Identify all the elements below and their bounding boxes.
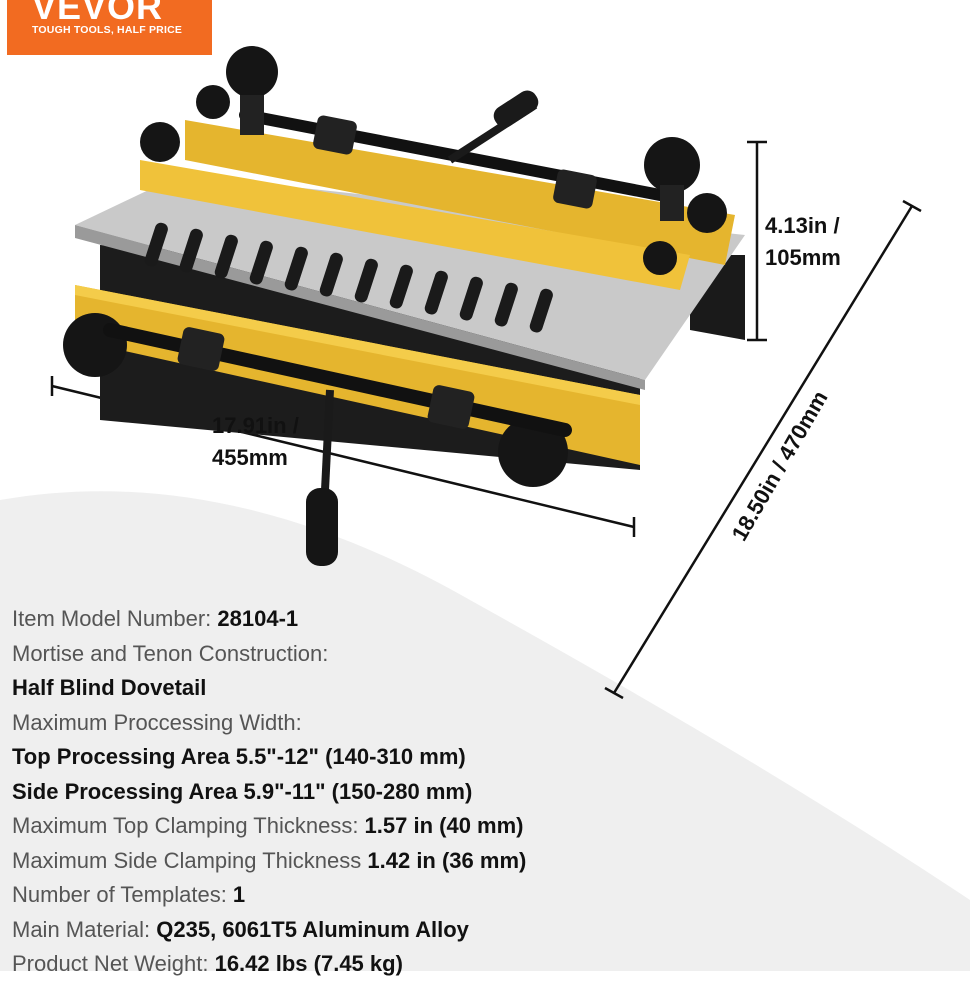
spec-construction-value: Half Blind Dovetail — [12, 675, 207, 700]
spec-value: Q235, 6061T5 Aluminum Alloy — [156, 916, 469, 942]
spec-label: Main Material: — [12, 916, 157, 942]
spec-material: Main Material: Q235, 6061T5 Aluminum All… — [12, 913, 526, 948]
vevor-logo: VEVOR TOUGH TOOLS, HALF PRICE — [7, 0, 212, 55]
spec-templates: Number of Templates: 1 — [12, 878, 526, 913]
width-dimension-label: 17.91in / 455mm — [212, 410, 299, 474]
height-inches: 4.13in / — [765, 213, 840, 238]
spec-label: Number of Templates: — [12, 882, 233, 907]
spec-value: 28104-1 — [217, 606, 299, 631]
spec-value: 1.42 in (36 mm) — [367, 847, 527, 873]
spec-value: 16.42 lbs (7.45 kg) — [214, 951, 403, 976]
spec-label: Maximum Side Clamping Thickness — [12, 847, 368, 873]
spec-value: 1.57 in (40 mm) — [364, 813, 524, 838]
spec-label: Product Net Weight: — [12, 951, 215, 976]
width-mm: 455mm — [212, 445, 288, 470]
spec-side-area: Side Processing Area 5.9"-11" (150-280 m… — [12, 778, 473, 804]
spec-value: 1 — [232, 882, 246, 907]
spec-weight: Product Net Weight: 16.42 lbs (7.45 kg) — [12, 947, 526, 982]
spec-side-clamp: Maximum Side Clamping Thickness 1.42 in … — [12, 844, 526, 879]
spec-width-label: Maximum Proccessing Width: — [12, 709, 302, 735]
specifications-list: Item Model Number: 28104-1 Mortise and T… — [12, 602, 526, 982]
spec-label: Maximum Top Clamping Thickness: — [12, 813, 365, 838]
height-mm: 105mm — [765, 245, 841, 270]
spec-top-clamp: Maximum Top Clamping Thickness: 1.57 in … — [12, 809, 526, 844]
spec-top-area: Top Processing Area 5.5"-12" (140-310 mm… — [12, 744, 466, 769]
spec-label: Item Model Number: — [12, 606, 218, 631]
width-inches: 17.91in / — [212, 413, 299, 438]
spec-construction-label: Mortise and Tenon Construction: — [12, 640, 329, 666]
height-dimension-label: 4.13in / 105mm — [765, 210, 841, 274]
logo-tagline: TOUGH TOOLS, HALF PRICE — [32, 24, 183, 36]
spec-model: Item Model Number: 28104-1 — [12, 602, 526, 637]
